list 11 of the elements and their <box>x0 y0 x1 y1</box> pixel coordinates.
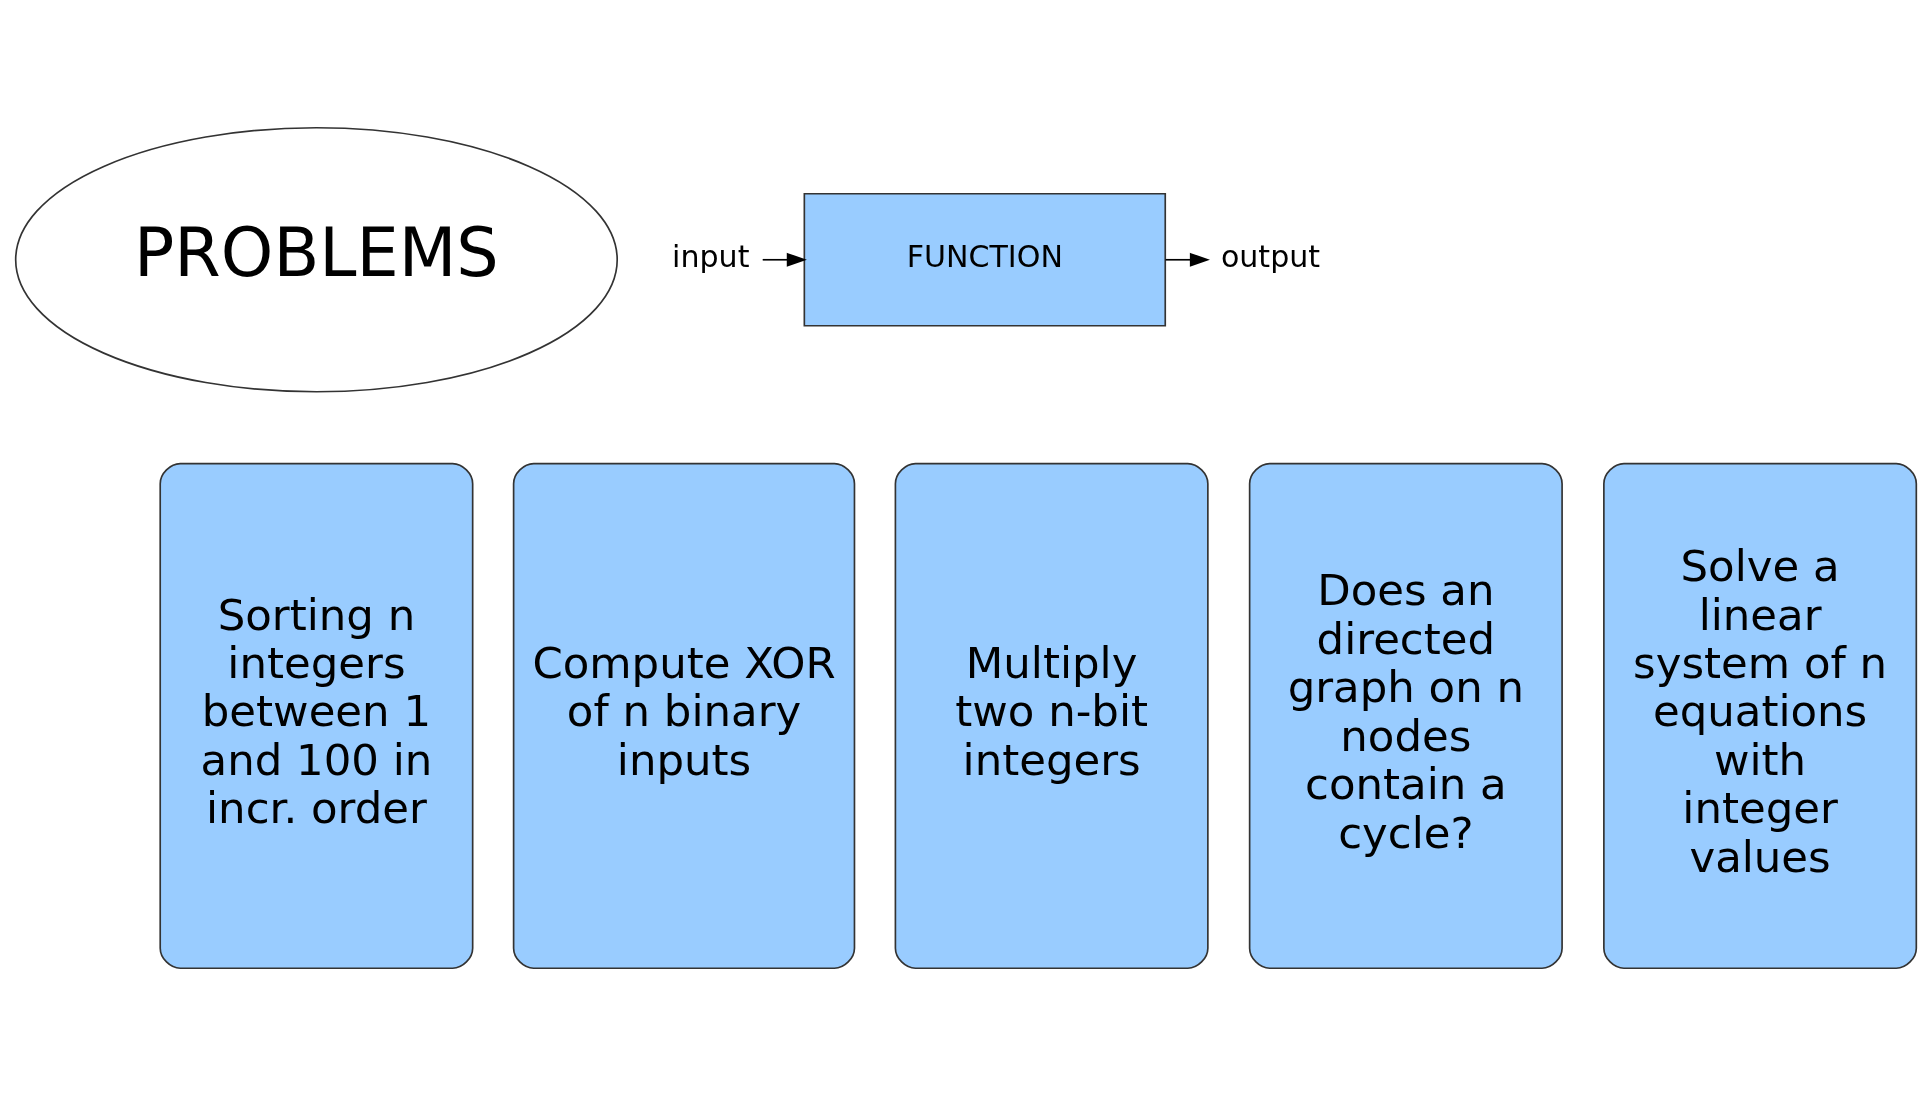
arrow <box>761 252 807 267</box>
node-box: FUNCTION <box>803 192 1166 327</box>
node-box: Compute XOR of n binary inputs <box>512 462 855 969</box>
node-box: Multiply two n-bit integers <box>894 462 1209 969</box>
node-box: Does an directed graph on n nodes contain a cycle? <box>1248 462 1563 969</box>
node-ellipse: PROBLEMS <box>14 126 618 393</box>
node-box: Solve a linear system of n equations with integer values <box>1602 462 1917 969</box>
node-text: output <box>1220 238 1320 274</box>
node-box: Sorting n integers between 1 and 100 in incr. order <box>158 462 473 969</box>
node-text: input <box>671 238 749 274</box>
arrow <box>1164 252 1210 267</box>
